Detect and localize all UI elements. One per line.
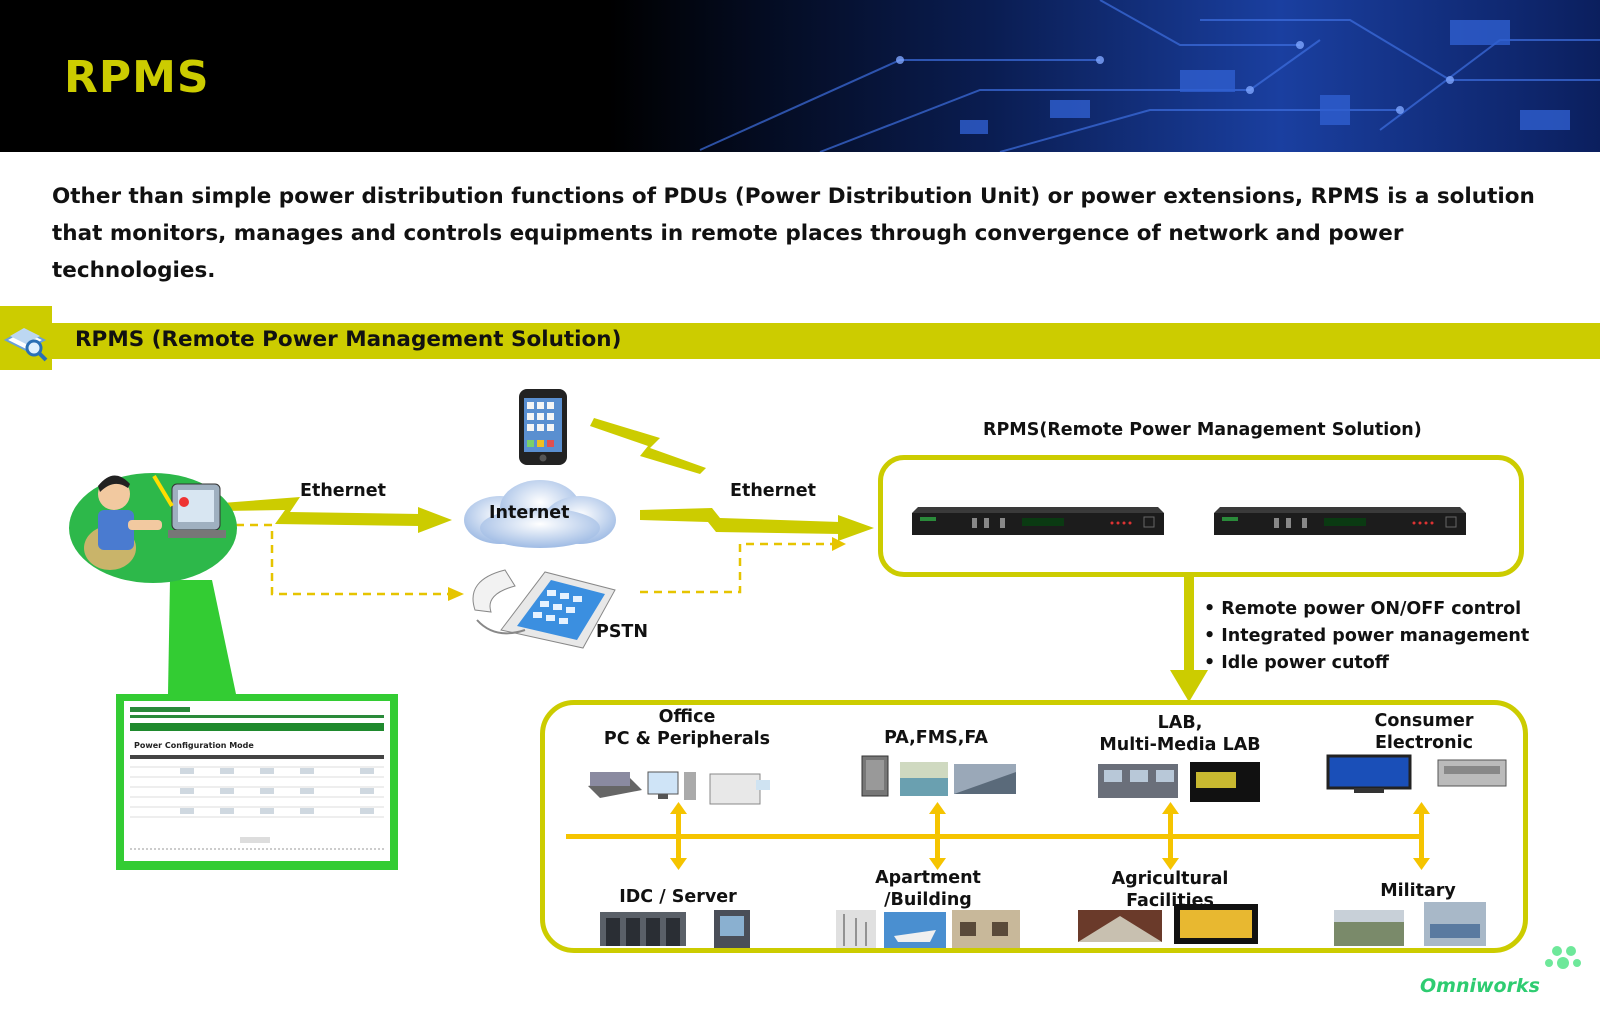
group-label-pa-fms-fa: PA,FMS,FA <box>884 728 988 748</box>
screen-nav-bar <box>130 723 384 731</box>
section-band <box>0 323 1600 359</box>
rpms-device-box <box>878 455 1524 577</box>
device-categories-box <box>540 700 1528 953</box>
internet-cloud <box>460 478 620 554</box>
group-label-office: Office PC & Peripherals <box>603 707 771 749</box>
printer-icon <box>588 772 642 798</box>
feature-list: • Remote power ON/OFF control • Integrat… <box>1204 596 1529 677</box>
section-title: RPMS (Remote Power Management Solution) <box>75 327 622 352</box>
wireless-bolt <box>590 418 706 474</box>
pstn-phone-illustration <box>465 560 620 656</box>
internet-label: Internet <box>489 503 570 523</box>
rpms-unit-1 <box>912 505 1164 541</box>
feature-item: • Integrated power management <box>1204 626 1530 646</box>
rack-pdu-icon <box>912 507 1164 535</box>
user-at-computer-illustration <box>68 466 238 588</box>
ethernet-bolt-left <box>222 497 420 526</box>
rpms-label: RPMS(Remote Power Management Solution) <box>983 420 1422 440</box>
network-search-icon <box>3 328 48 362</box>
header-banner <box>0 0 1600 152</box>
group-label-apartment: Apartment /Building <box>875 868 981 910</box>
telephone-icon <box>472 569 616 649</box>
copier-icon <box>709 773 770 805</box>
tv-icon <box>1326 754 1412 793</box>
pstn-label: PSTN <box>596 622 649 642</box>
ethernet-label-left: Ethernet <box>300 481 386 501</box>
device-bus <box>566 834 1422 839</box>
brand-logo-dots <box>1545 946 1581 969</box>
user-icon <box>69 473 237 583</box>
server-cabinet-icon <box>861 755 889 797</box>
ethernet-label-right: Ethernet <box>730 481 816 501</box>
pstn-dashed-link-left <box>222 523 455 596</box>
group-label-military: Military <box>1380 881 1456 901</box>
section-icon-box <box>0 306 52 370</box>
screen-projection <box>168 580 236 694</box>
group-label-consumer: Consumer Electronic <box>1374 711 1474 753</box>
group-label-lab: LAB, Multi-Media LAB <box>1099 713 1261 755</box>
screen-title: Power Configuration Mode <box>134 741 254 750</box>
intro-paragraph: Other than simple power distribution fun… <box>52 184 1535 283</box>
appliance-icon <box>1437 759 1507 787</box>
cloud-icon <box>464 480 616 548</box>
group-label-idc: IDC / Server <box>619 887 737 907</box>
desktop-pc-icon <box>647 771 696 800</box>
smartphone-icon <box>519 389 567 465</box>
circuit-board-graphic <box>0 0 1600 152</box>
web-ui-screenshot: Power Configuration Mode <box>124 701 390 861</box>
pstn-dashed-link-right <box>640 542 835 594</box>
smartphone-illustration <box>518 388 568 470</box>
yacht-photo <box>884 912 946 948</box>
rack-pdu-icon <box>1214 507 1466 535</box>
screen-logo <box>130 707 190 712</box>
rpms-down-arrow <box>1184 576 1194 671</box>
feature-item: • Remote power ON/OFF control <box>1204 599 1522 619</box>
feature-item: • Idle power cutoff <box>1204 653 1389 673</box>
ethernet-bolt-right <box>640 508 840 534</box>
screen-config-table <box>130 755 384 850</box>
slide-title: RPMS <box>64 52 210 103</box>
brand-logo-text: Omniworks <box>1420 975 1540 997</box>
rpms-unit-2 <box>1214 505 1466 541</box>
